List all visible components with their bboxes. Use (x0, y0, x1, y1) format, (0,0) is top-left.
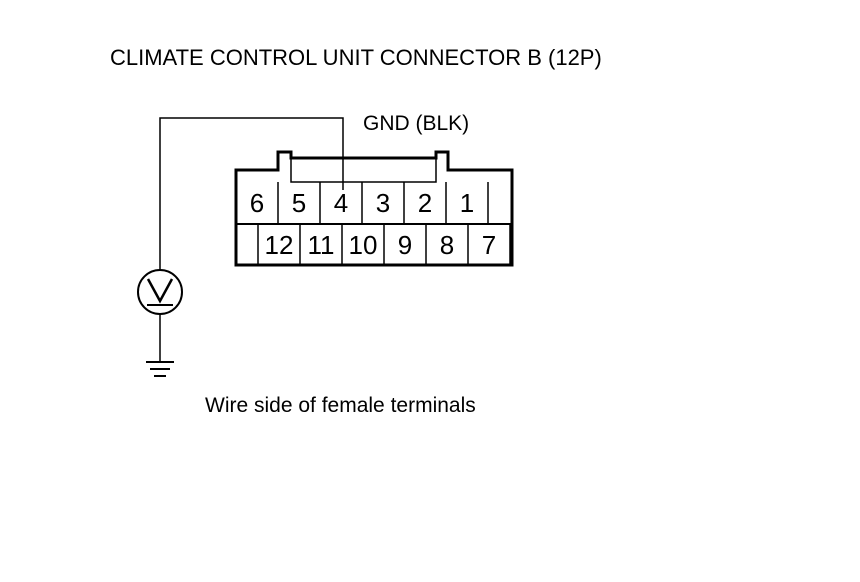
pin-label-9: 9 (398, 230, 412, 260)
pin-label-11: 11 (308, 230, 335, 260)
connector-body (234, 150, 514, 267)
pin-label-12: 12 (265, 230, 294, 260)
pin-label-1: 1 (460, 188, 474, 218)
voltmeter-icon (137, 269, 183, 315)
pin-label-4: 4 (334, 188, 348, 218)
pin-label-6: 6 (250, 188, 264, 218)
diagram-caption: Wire side of female terminals (205, 394, 476, 417)
pin-label-5: 5 (292, 188, 306, 218)
pin-label-10: 10 (349, 230, 378, 260)
pin-label-8: 8 (440, 230, 454, 260)
diagram-title: CLIMATE CONTROL UNIT CONNECTOR B (12P) (110, 45, 602, 70)
wire-label: GND (BLK) (363, 112, 469, 135)
probe-wire (159, 117, 344, 270)
ground-icon (146, 361, 174, 377)
pin-label-2: 2 (418, 188, 432, 218)
pin-label-7: 7 (482, 230, 496, 260)
pin-label-3: 3 (376, 188, 390, 218)
